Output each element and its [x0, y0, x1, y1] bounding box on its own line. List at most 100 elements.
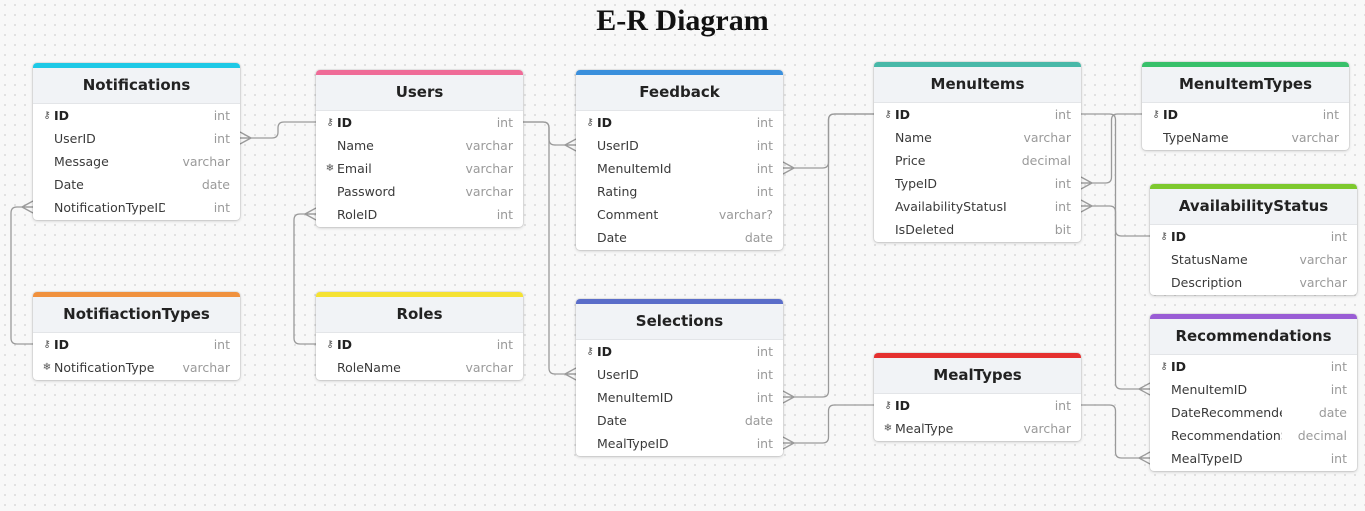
column-row[interactable]: DateRecommended date [1150, 401, 1357, 424]
many-crowfoot [1138, 451, 1151, 465]
column-row[interactable]: ⚷ID int [576, 111, 783, 134]
diagram-title: E-R Diagram [596, 4, 769, 37]
column-name: ID [1163, 107, 1179, 122]
column-name: ID [895, 107, 911, 122]
unique-icon: ❄ [42, 362, 52, 373]
table-title[interactable]: AvailabilityStatus [1150, 189, 1357, 225]
column-type: int [756, 367, 773, 382]
key-icon: ⚷ [586, 346, 594, 357]
column-name: ID [54, 337, 70, 352]
column-name: MenuItemID [597, 390, 674, 405]
column-type: int [756, 436, 773, 451]
table-title[interactable]: Selections [576, 304, 783, 340]
table-title[interactable]: MealTypes [874, 358, 1081, 394]
table-color-bar [316, 70, 523, 75]
table-title[interactable]: Users [316, 75, 523, 111]
column-type: int [213, 131, 230, 146]
column-type: date [1318, 405, 1347, 420]
column-type: int [756, 161, 773, 176]
key-icon: ⚷ [586, 117, 594, 128]
column-type: varchar [1299, 252, 1347, 267]
column-type: varchar [1299, 275, 1347, 290]
many-crowfoot [21, 200, 34, 214]
table-title[interactable]: Feedback [576, 75, 783, 111]
column-type: int [213, 108, 230, 123]
table-title[interactable]: MenuItemTypes [1142, 67, 1349, 103]
column-name: DateRecommended [1171, 405, 1282, 420]
column-type: int [1054, 107, 1071, 122]
table-title[interactable]: Roles [316, 297, 523, 333]
table-color-bar [1150, 314, 1357, 319]
column-row[interactable]: RecommendationScoredecimal [1150, 424, 1357, 447]
column-name: NotificationType [54, 360, 155, 375]
column-name: ID [597, 115, 613, 130]
relationship-line [1081, 205, 1150, 237]
table-title[interactable]: Recommendations [1150, 319, 1357, 355]
table-color-bar [1150, 184, 1357, 189]
many-crowfoot [1080, 199, 1093, 213]
many-crowfoot [564, 367, 577, 381]
column-name: ID [337, 337, 353, 352]
table-title[interactable]: NotifiactionTypes [33, 297, 240, 333]
many-crowfoot [1138, 382, 1151, 396]
table-title[interactable]: MenuItems [874, 67, 1081, 103]
column-name: Rating [597, 184, 638, 199]
column-type: int [756, 138, 773, 153]
table-title[interactable]: Notifications [33, 68, 240, 104]
column-type: int [756, 115, 773, 130]
column-type: varchar [465, 360, 513, 375]
relationship-line [1081, 113, 1150, 390]
